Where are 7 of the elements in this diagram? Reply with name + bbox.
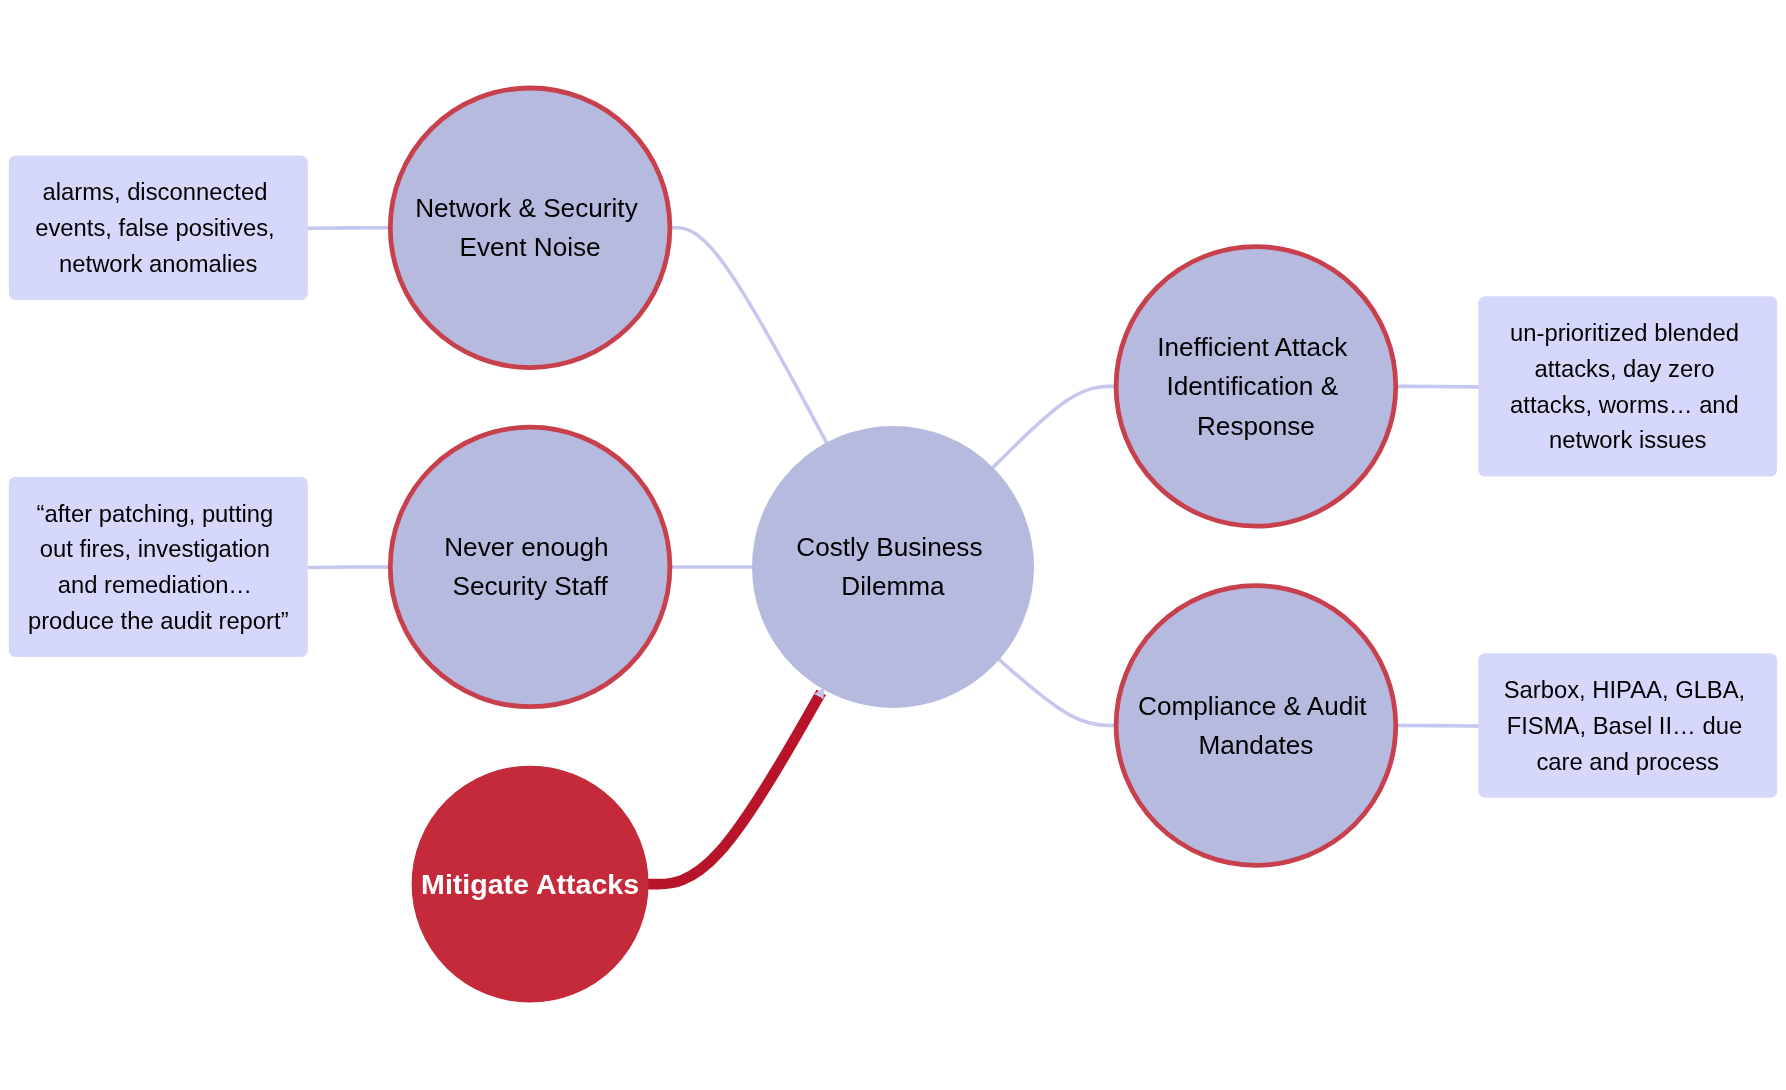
node-circle: Inefficient Attack Identification & Response bbox=[1113, 244, 1399, 529]
arrow bbox=[648, 687, 826, 890]
node-circle: Costly Business Dilemma bbox=[752, 425, 1034, 708]
node-circle: Never enough Security Staff bbox=[387, 424, 673, 710]
node-circle: Compliance & Audit Mandates bbox=[1113, 583, 1399, 868]
node-circle: Mitigate Attacks bbox=[411, 765, 649, 1003]
node-circle: Network & Security Event Noise bbox=[387, 85, 673, 370]
